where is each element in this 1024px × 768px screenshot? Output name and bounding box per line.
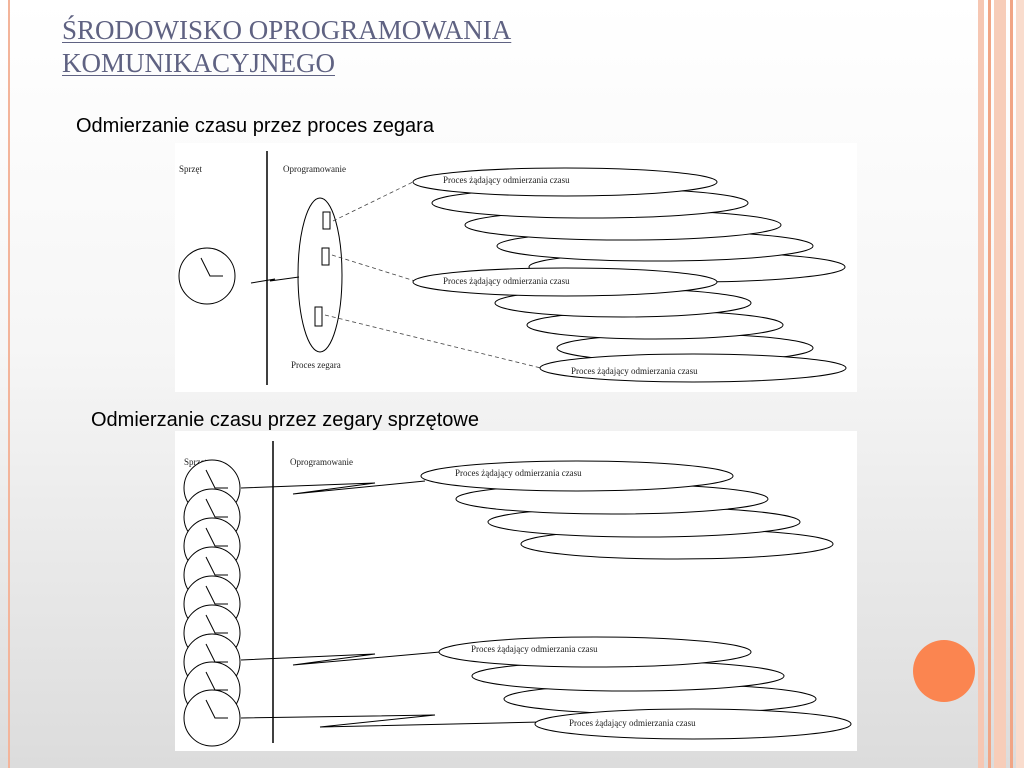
dashed-pointer	[324, 314, 546, 370]
right-decor-strip	[1010, 0, 1013, 768]
interrupt-signal	[240, 651, 441, 666]
process-label: Proces żądający odmierzania czasu	[443, 276, 570, 286]
dashed-pointer	[332, 180, 416, 222]
diagram-clock-process-svg: Sprzęt Oprogramowanie Proces zegara Pro	[178, 151, 847, 385]
hardware-clocks-stack	[183, 459, 241, 747]
right-decor-strip	[1016, 0, 1024, 768]
process-ellipse	[438, 636, 752, 668]
hardware-label: Sprzęt	[184, 457, 207, 467]
process-ellipse	[412, 167, 718, 197]
timer-slot	[322, 211, 331, 230]
interrupt-signal	[240, 480, 426, 495]
slide-title-line-1: ŚRODOWISKO OPROGRAMOWANIA	[62, 15, 512, 45]
software-label: Oprogramowanie	[290, 457, 353, 467]
timer-slot	[321, 247, 330, 266]
interrupt-signal	[250, 276, 300, 284]
process-ellipse	[412, 267, 718, 297]
caption-hardware-clocks: Odmierzanie czasu przez zegary sprzętowe	[91, 409, 479, 431]
clock-process-label: Proces zegara	[291, 360, 341, 370]
process-ellipse	[534, 708, 852, 740]
dashed-pointer	[331, 254, 416, 282]
right-decor-strip	[994, 0, 1006, 768]
right-decor-strip	[988, 0, 991, 768]
diagram-hardware-clocks-svg: Sprzęt Oprogramowanie Proces żądający od…	[183, 441, 852, 747]
process-label: Proces żądający odmierzania czasu	[443, 175, 570, 185]
process-ellipse	[420, 460, 734, 492]
decorative-orange-circle	[913, 640, 975, 702]
slide-title-line-2: KOMUNIKACYJNEGO	[62, 48, 335, 78]
process-ellipse	[539, 353, 847, 383]
process-label: Proces żądający odmierzania czasu	[571, 366, 698, 376]
right-decor-strip	[978, 0, 984, 768]
slide-title: ŚRODOWISKO OPROGRAMOWANIA KOMUNIKACYJNEG…	[62, 14, 511, 80]
clock-icon	[183, 689, 241, 747]
clock-icon	[178, 247, 236, 305]
process-label: Proces żądający odmierzania czasu	[569, 718, 696, 728]
diagram-hardware-clocks: Sprzęt Oprogramowanie Proces żądający od…	[175, 431, 857, 751]
hardware-label: Sprzęt	[179, 164, 202, 174]
software-label: Oprogramowanie	[283, 164, 346, 174]
timer-slot	[314, 306, 323, 327]
interrupt-signal	[240, 714, 541, 728]
diagram-clock-process: Sprzęt Oprogramowanie Proces zegara Pro	[175, 143, 857, 392]
clock-process-ellipse	[297, 197, 343, 353]
process-label: Proces żądający odmierzania czasu	[471, 644, 598, 654]
left-decor-strip	[8, 0, 10, 768]
process-label: Proces żądający odmierzania czasu	[455, 468, 582, 478]
caption-clock-process: Odmierzanie czasu przez proces zegara	[76, 115, 434, 137]
